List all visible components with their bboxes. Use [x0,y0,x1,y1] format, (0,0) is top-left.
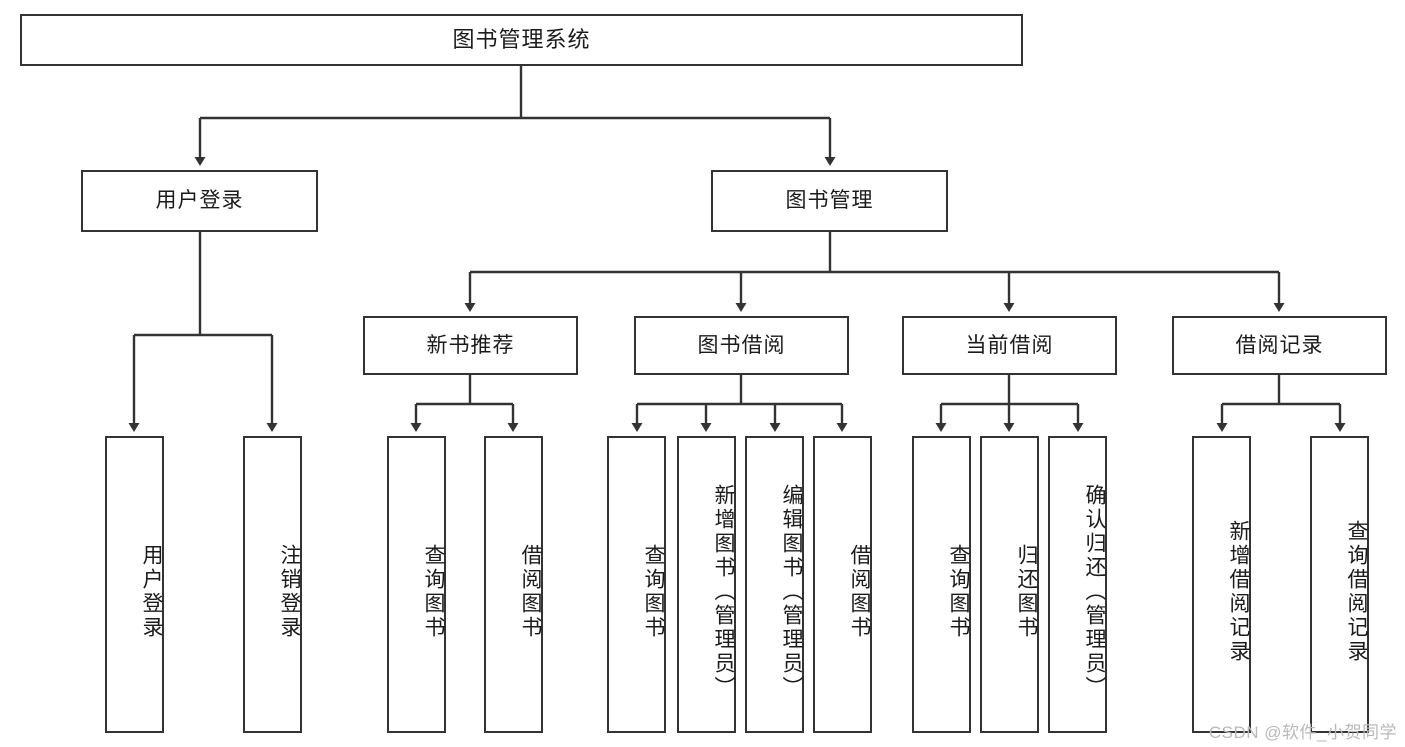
node-leaf-borrow-book[interactable]: 借阅图书 [813,436,872,733]
node-leaf-confirm-return-admin[interactable]: 确认归还（管理员） [1048,436,1107,733]
node-label: 借阅图书 [848,543,871,640]
node-label: 编辑图书（管理员） [780,483,803,700]
node-label: 新书推荐 [426,333,515,357]
node-label: 查询图书 [642,543,665,640]
node-leaf-logout[interactable]: 注销登录 [243,436,302,733]
node-leaf-add-borrow-record[interactable]: 新增借阅记录 [1192,436,1251,733]
node-leaf-query-book-recommend[interactable]: 查询图书 [387,436,446,733]
node-label: 确认归还（管理员） [1083,483,1106,700]
node-label: 图书借阅 [697,333,786,357]
node-borrow-record[interactable]: 借阅记录 [1172,316,1387,375]
node-label: 查询图书 [422,543,445,640]
node-leaf-return-book[interactable]: 归还图书 [980,436,1039,733]
node-leaf-edit-book-admin[interactable]: 编辑图书（管理员） [745,436,804,733]
node-new-book-recommend[interactable]: 新书推荐 [363,316,578,375]
node-label: 注销登录 [278,543,301,640]
node-root-book-management-system[interactable]: 图书管理系统 [20,14,1023,66]
node-label: 新增图书（管理员） [712,483,735,700]
csdn-watermark: CSDN @软件_小贺同学 [1208,723,1397,742]
node-label: 新增借阅记录 [1227,519,1250,664]
node-user-login[interactable]: 用户登录 [81,170,318,232]
node-leaf-query-book-borrow[interactable]: 查询图书 [607,436,666,733]
node-label: 用户登录 [155,189,244,213]
node-leaf-add-book-admin[interactable]: 新增图书（管理员） [677,436,736,733]
node-label: 用户登录 [140,543,163,640]
node-label: 当前借阅 [965,333,1054,357]
node-label: 图书管理 [785,189,874,213]
node-label: 查询图书 [947,543,970,640]
node-current-borrow[interactable]: 当前借阅 [902,316,1117,375]
node-book-management[interactable]: 图书管理 [711,170,948,232]
node-book-borrow[interactable]: 图书借阅 [634,316,849,375]
node-leaf-query-book-current[interactable]: 查询图书 [912,436,971,733]
node-label: 查询借阅记录 [1345,519,1368,664]
node-leaf-borrow-book-recommend[interactable]: 借阅图书 [484,436,543,733]
node-label: 借阅记录 [1235,333,1324,357]
node-label: 归还图书 [1015,543,1038,640]
node-leaf-query-borrow-record[interactable]: 查询借阅记录 [1310,436,1369,733]
node-label: 借阅图书 [519,543,542,640]
node-label: 图书管理系统 [452,26,591,52]
node-leaf-user-login[interactable]: 用户登录 [105,436,164,733]
